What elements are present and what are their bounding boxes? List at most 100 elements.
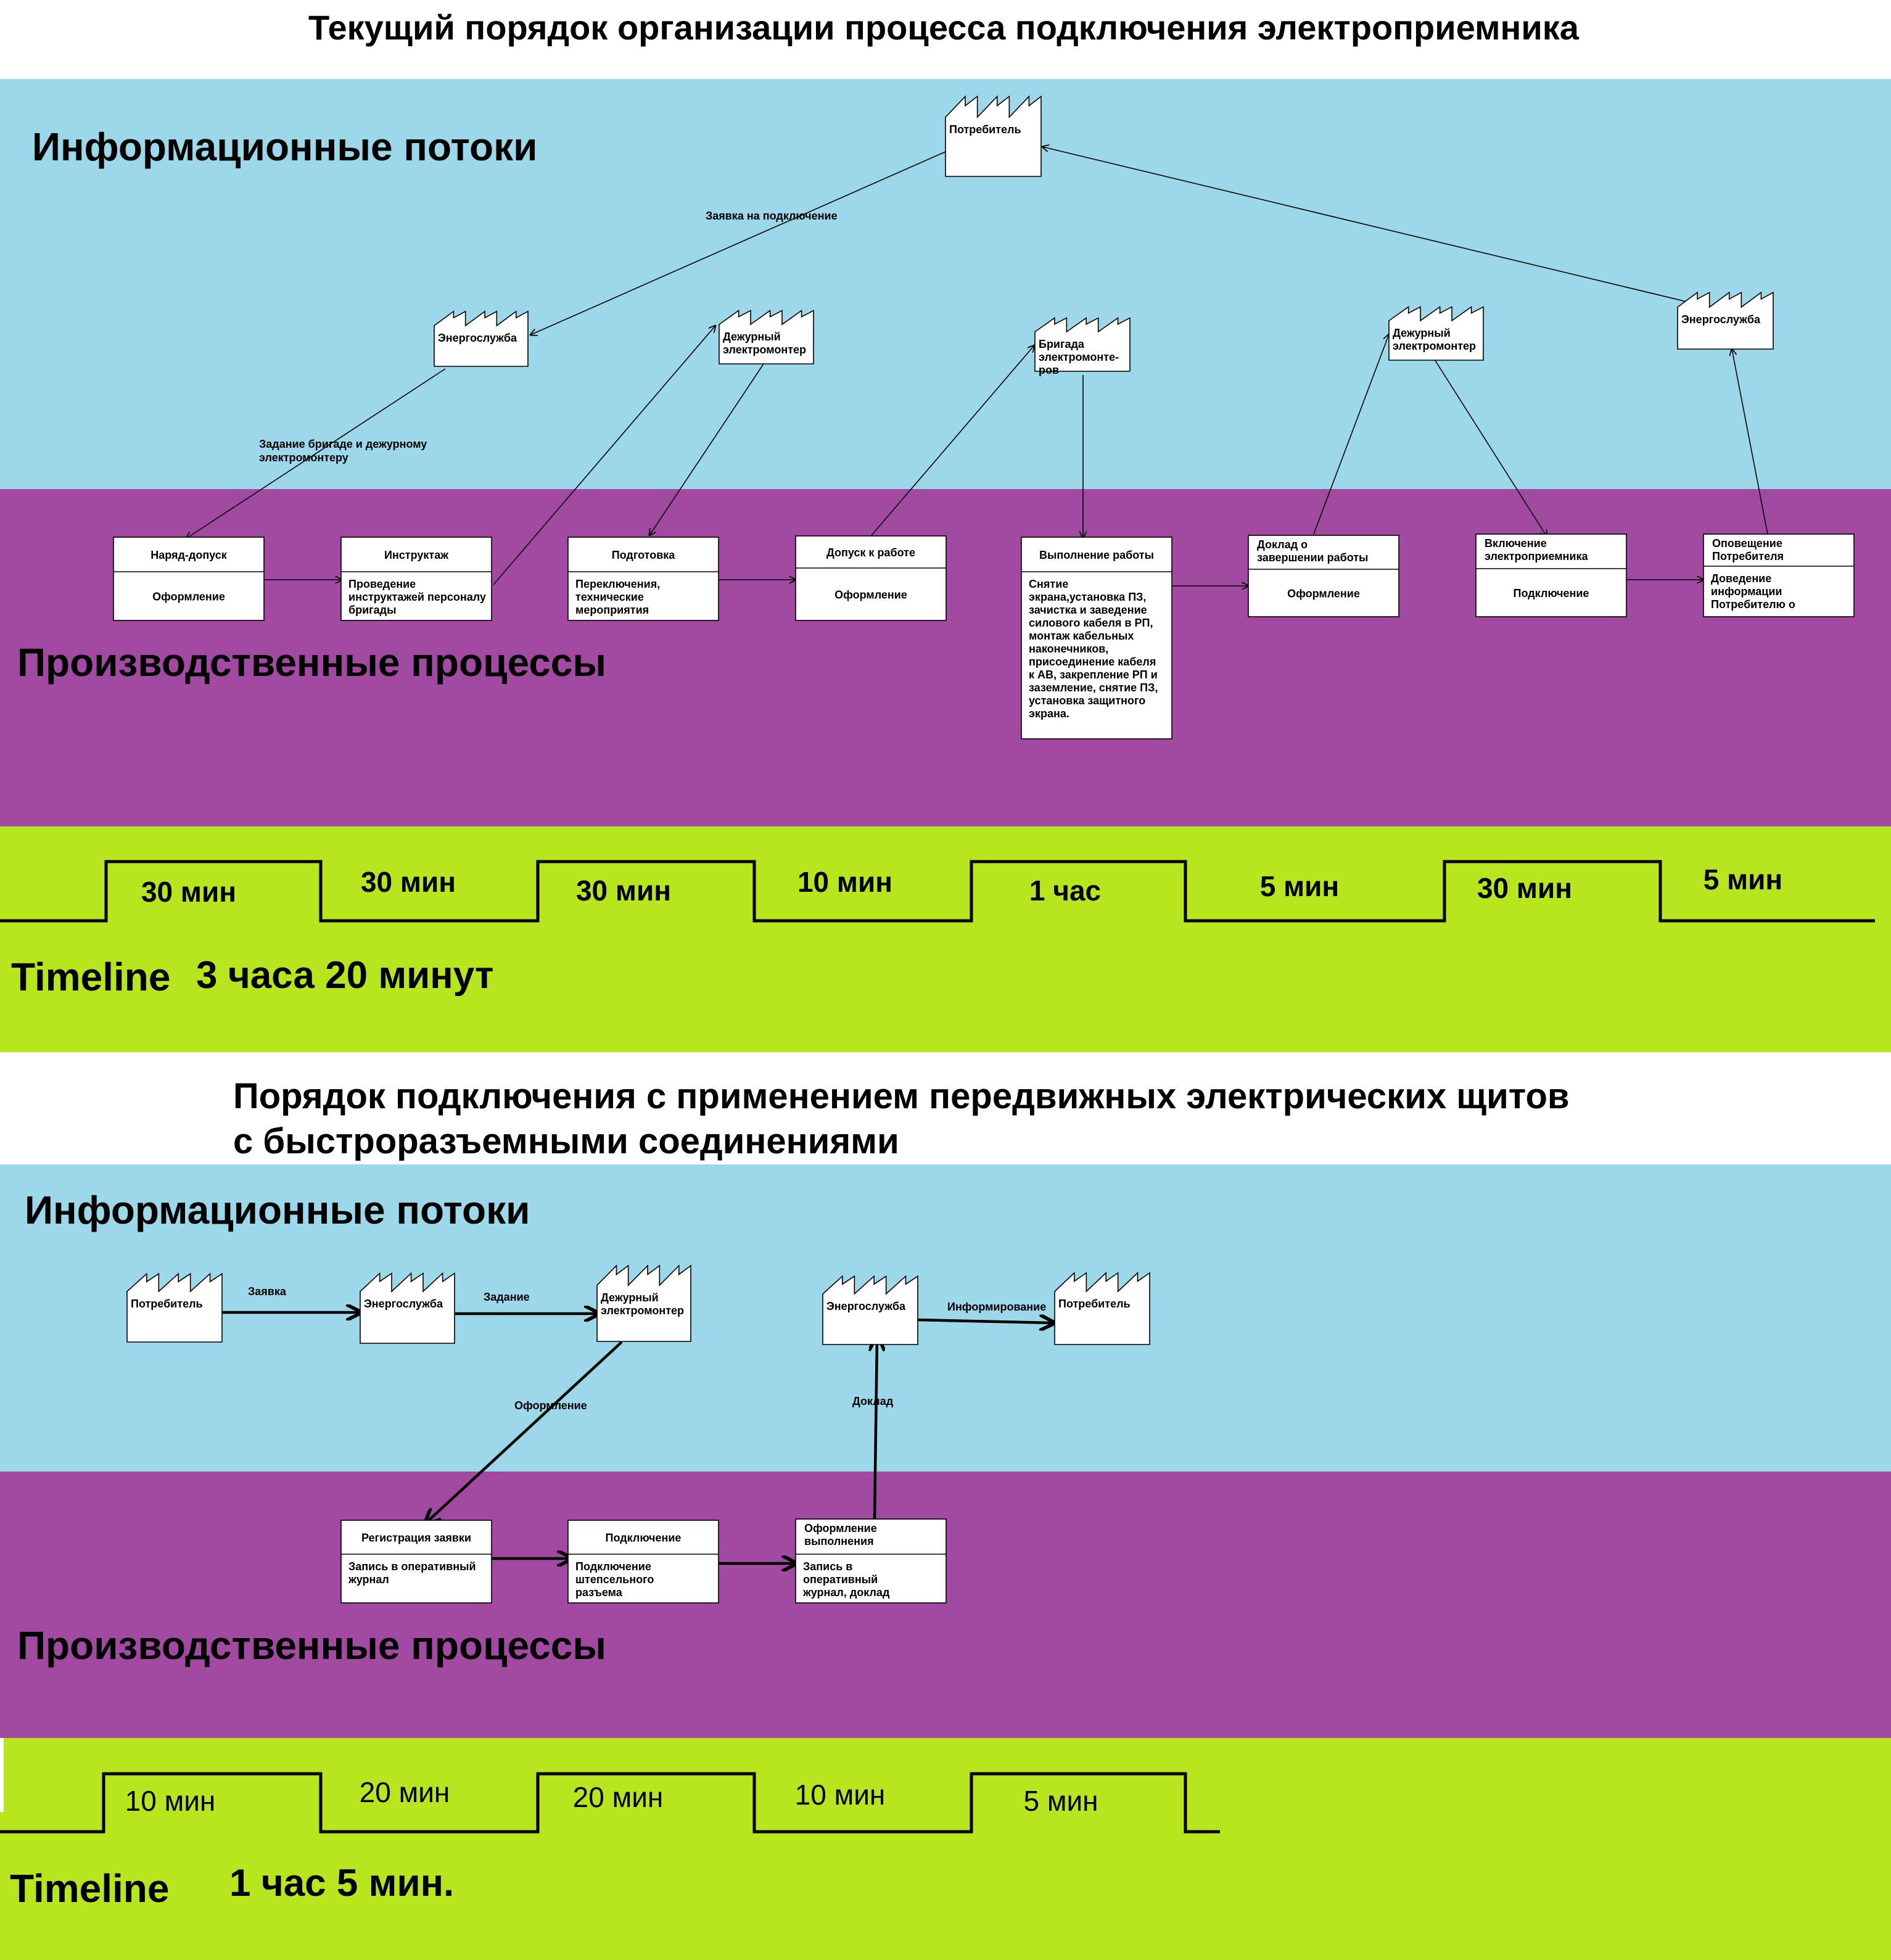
bottom-timeline-steps xyxy=(0,1772,1220,1834)
flow-arrow xyxy=(1732,349,1768,535)
process-title-line: Включение xyxy=(1485,537,1547,550)
process-title-line: Оформление xyxy=(804,1522,877,1534)
flow-arrow xyxy=(1042,147,1766,321)
process-body-line: монтаж кабельных xyxy=(1029,630,1134,642)
bottom-timeline-left-edge xyxy=(0,1738,4,1812)
process-body-line: инструктажей персоналу xyxy=(348,591,486,603)
flow-label-line: Заявка xyxy=(248,1285,287,1298)
top-info-label: Информационные потоки xyxy=(32,125,538,169)
flow-arrow xyxy=(917,1320,1052,1323)
process-title-line: Подготовка xyxy=(612,549,676,561)
process-body-line: журнал xyxy=(348,1573,389,1586)
factory-icon: Энергослужба xyxy=(1677,291,1774,350)
factory-shape xyxy=(1034,317,1131,372)
bottom-timeline-total: 1 час 5 мин. xyxy=(229,1862,454,1904)
process-body-line: бригады xyxy=(348,604,396,616)
flow-label: Задание xyxy=(484,1291,530,1303)
process-title-line: Доклад о xyxy=(1257,538,1308,551)
duration-label: 1 час xyxy=(1029,875,1101,907)
factory-shape xyxy=(434,310,529,367)
flow-label: Заявка xyxy=(248,1285,287,1298)
entity-label-line: Потребитель xyxy=(949,123,1021,136)
process-body-line: зачистка и заведение xyxy=(1029,604,1147,616)
top-processes: Наряд-допускОформлениеИнструктажПроведен… xyxy=(113,533,1855,739)
entity-label-line: электромонтер xyxy=(601,1304,684,1317)
process-box-frame xyxy=(340,537,492,621)
flow-arrow xyxy=(1313,334,1389,535)
bottom-title-line-2: с быстроразъемными соединениями xyxy=(233,1121,899,1161)
process-box-frame xyxy=(340,1520,492,1604)
process-title: Подготовка xyxy=(612,549,676,561)
process-body-line: Оформление xyxy=(152,591,225,603)
duration-label: 20 мин xyxy=(360,1776,450,1808)
entity-label: Потребитель xyxy=(1058,1298,1131,1310)
process-box-frame xyxy=(567,537,719,621)
flow-arrow xyxy=(649,363,764,535)
process-body: Оформление xyxy=(834,589,907,601)
top-process-label: Производственные процессы xyxy=(17,640,606,685)
process-title-line: Выполнение работы xyxy=(1039,549,1154,561)
entity-label-line: ров xyxy=(1039,364,1059,376)
factory-shape xyxy=(719,310,814,364)
process-box-frame xyxy=(795,1518,947,1604)
duration-label: 5 мин xyxy=(1260,870,1339,902)
flow-label-line: Доклад xyxy=(852,1395,894,1407)
bottom-flow-lines xyxy=(221,1312,1052,1563)
entity-label: Энергослужба xyxy=(364,1298,443,1310)
entity-label: Энергослужба xyxy=(438,332,517,344)
process-title-line: Наряд-допуск xyxy=(150,549,228,561)
entity-label: Потребитель xyxy=(949,123,1021,136)
duration-label: 5 мин xyxy=(1023,1785,1098,1817)
flow-label: Заявка на подключение xyxy=(706,210,838,222)
process-title: Регистрация заявки xyxy=(361,1532,471,1544)
bottom-title-line-1: Порядок подключения с применением передв… xyxy=(233,1076,1570,1116)
flow-label-line: Заявка на подключение xyxy=(706,210,838,222)
process-box-frame xyxy=(1021,537,1172,739)
duration-label: 10 мин xyxy=(125,1785,216,1817)
process-body-line: штепсельного xyxy=(575,1573,654,1586)
factory-icon: Потребитель xyxy=(1054,1272,1150,1345)
entity-label-line: Дежурный xyxy=(1393,327,1451,339)
entity-label-line: Энергослужба xyxy=(364,1298,443,1310)
entity-label: Потребитель xyxy=(131,1298,203,1310)
process-box-frame xyxy=(567,1520,719,1604)
process-title-line: Подключение xyxy=(606,1532,682,1544)
entity-label-line: Потребитель xyxy=(1058,1298,1131,1310)
flow-arrow xyxy=(875,1338,877,1520)
process-body-line: экрана. xyxy=(1029,707,1069,720)
entity-label-line: Энергослужба xyxy=(438,332,517,344)
bottom-info-band xyxy=(0,1164,1891,1472)
process-title-line: Потребителя xyxy=(1712,550,1784,562)
top-timeline-label: Timeline xyxy=(11,955,170,999)
flow-label: Информирование xyxy=(947,1301,1046,1313)
process-title: Инструктаж xyxy=(384,549,448,561)
process-body-line: журнал, доклад xyxy=(802,1586,890,1599)
duration-label: 30 мин xyxy=(1477,872,1572,904)
duration-label: 5 мин xyxy=(1704,863,1782,896)
top-timeline-total: 3 часа 20 минут xyxy=(196,954,493,997)
process-title-line: Допуск к работе xyxy=(826,546,915,559)
process-title-line: выполнения xyxy=(804,1535,874,1547)
process-body-line: экрана,установка ПЗ, xyxy=(1029,591,1146,603)
process-title-line: Оповещение xyxy=(1712,537,1782,550)
process-box-frame xyxy=(1703,533,1855,617)
process-body-line: оперативный xyxy=(803,1573,878,1586)
